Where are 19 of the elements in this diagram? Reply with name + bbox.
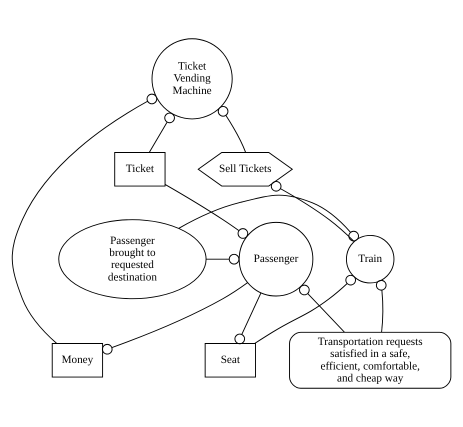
node-ellipse: Passenger brought to requested destination [58,219,207,300]
node-circle: Train [346,234,394,284]
connector [206,254,240,264]
connector [299,284,345,333]
connector [12,94,158,344]
node-box: Ticket [114,152,166,187]
connector [270,180,355,242]
connector [164,184,248,239]
node-box: Seat [204,343,256,378]
node-box: Transportation requests satisfied in a safe, efficient, comfortable, and cheap way [289,332,452,389]
connector [148,112,175,153]
connector [234,292,262,344]
connector [218,106,246,153]
connector [178,194,359,242]
connector [376,280,387,333]
node-box: Money [52,343,104,378]
node-circle: Ticket Vending Machine [152,38,233,120]
connector [254,274,356,344]
connector [102,282,248,355]
